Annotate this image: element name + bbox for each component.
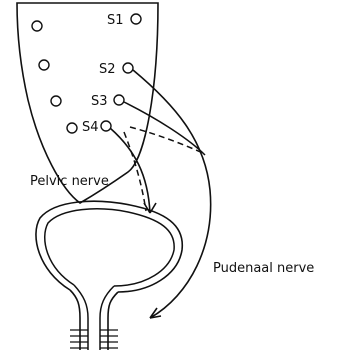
urethra-right-inner [100, 286, 114, 350]
urethra-right-outer [108, 292, 118, 350]
pudendal-nerve-label: Pudenaal nerve [213, 261, 314, 276]
left-foramen-4 [67, 123, 77, 133]
bladder-inner-wall [45, 209, 174, 286]
s3-pudendal-branch [124, 102, 205, 155]
s3-foramen [114, 95, 124, 105]
pudendal-nerve-arrowhead [150, 308, 161, 318]
s1-label: S1 [107, 13, 124, 28]
s1-foramen [131, 14, 141, 24]
s3-label: S3 [91, 94, 108, 109]
left-foramen-1 [32, 21, 42, 31]
bladder-outer-wall [36, 201, 182, 292]
s4-label: S4 [82, 120, 99, 135]
urethra-left-inner [74, 285, 88, 350]
left-foramen-3 [51, 96, 61, 106]
s2-label: S2 [99, 62, 116, 77]
sacrum-outline [17, 3, 158, 203]
sphincter-hatching [70, 330, 118, 348]
s4-foramen [101, 121, 111, 131]
left-foramen-2 [39, 60, 49, 70]
pelvic-nerve-label: Pelvic nerve [30, 174, 109, 189]
s2-foramen [123, 63, 133, 73]
urethra-left-outer [70, 290, 80, 350]
